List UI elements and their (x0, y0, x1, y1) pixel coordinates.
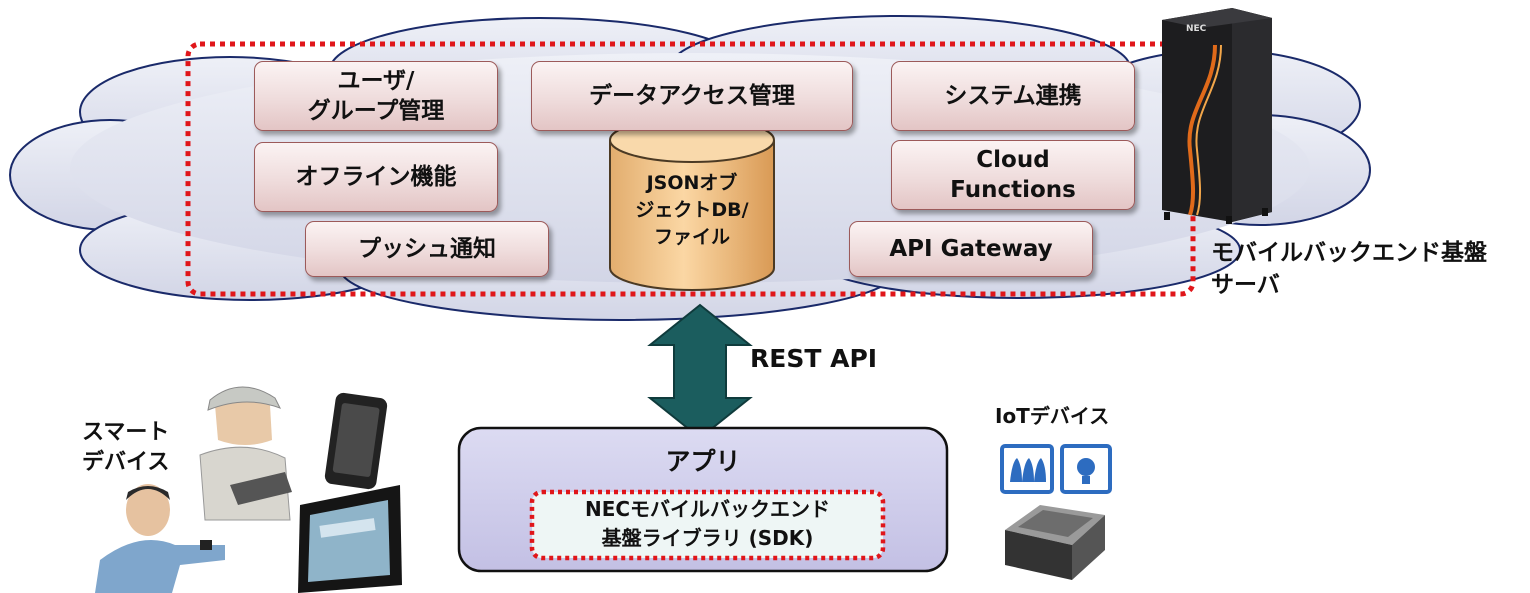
smartphone-icon (324, 392, 388, 490)
worker-with-tablet-icon (199, 386, 292, 521)
server-label: モバイルバックエンド基盤 サーバ (1211, 240, 1487, 298)
push-notification-box: プッシュ通知 (305, 221, 549, 277)
offline-function-box: オフライン機能 (254, 142, 498, 212)
data-access-management-box: データアクセス管理 (531, 61, 853, 131)
tablet-icon (298, 485, 402, 593)
sdk-box (529, 489, 886, 561)
app-title: アプリ (665, 447, 741, 476)
rest-api-arrow (647, 303, 753, 440)
server-tower-icon (1162, 8, 1272, 224)
man-with-watch-icon (95, 484, 225, 593)
user-group-management-box: ユーザ/ グループ管理 (254, 61, 498, 131)
iot-device-icons (1000, 444, 1112, 580)
database-label: JSONオブ ジェクトDB/ ファイル (635, 172, 749, 248)
smart-devices-label: スマート デバイス (82, 420, 170, 475)
sdk-label: NECモバイルバックエンド 基盤ライブラリ (SDK) (584, 497, 831, 550)
system-integration-box: システム連携 (891, 61, 1135, 131)
rest-api-label: REST API (750, 344, 878, 373)
cloud-functions-box: Cloud Functions (891, 140, 1135, 210)
server-badge: NEC (1186, 24, 1207, 34)
iot-devices-label: IoTデバイス (995, 404, 1110, 428)
api-gateway-box: API Gateway (849, 221, 1093, 277)
